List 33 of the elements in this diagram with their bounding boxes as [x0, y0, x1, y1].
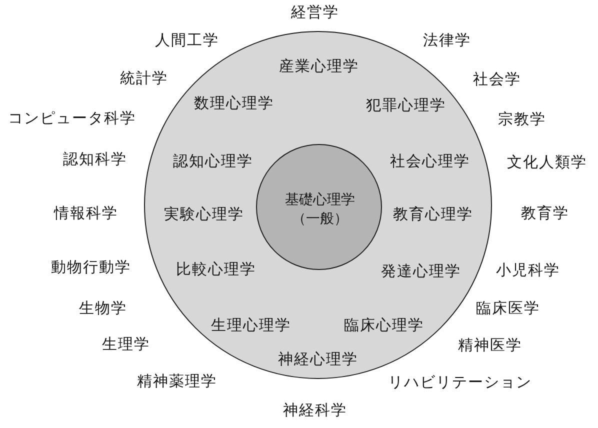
discipline-label: 神経科学: [283, 401, 347, 419]
discipline-label: 統計学: [120, 69, 168, 87]
discipline-label: 生物学: [79, 299, 127, 317]
discipline-label: 経営学: [291, 3, 339, 21]
subfield-label: 生理心理学: [211, 316, 291, 334]
subfield-label: 教育心理学: [393, 205, 473, 223]
discipline-label: 臨床医学: [476, 299, 540, 317]
subfield-label: 実験心理学: [164, 205, 244, 223]
subfield-label: 神経心理学: [278, 350, 358, 368]
discipline-label: コンピュータ科学: [8, 109, 136, 127]
subfield-label: 認知心理学: [173, 152, 253, 170]
discipline-label: 動物行動学: [51, 258, 131, 276]
discipline-label: 教育学: [521, 204, 569, 222]
core-label: 基礎心理学（一般）: [284, 191, 356, 229]
discipline-label: 社会学: [473, 70, 521, 88]
subfield-label: 社会心理学: [390, 152, 470, 170]
discipline-label: 人間工学: [155, 31, 219, 49]
discipline-label: 認知科学: [63, 150, 127, 168]
discipline-label: 宗教学: [498, 110, 546, 128]
subfield-label: 比較心理学: [176, 260, 256, 278]
subfield-label: 犯罪心理学: [366, 96, 446, 114]
discipline-label: 精神薬理学: [137, 372, 217, 390]
subfield-label: 臨床心理学: [344, 316, 424, 334]
discipline-label: 情報科学: [54, 204, 118, 222]
subfield-label: 発達心理学: [381, 262, 461, 280]
discipline-label: 精神医学: [458, 336, 522, 354]
discipline-label: 法律学: [423, 31, 471, 49]
subfield-label: 産業心理学: [279, 57, 359, 75]
discipline-label: 文化人類学: [507, 153, 587, 171]
discipline-label: リハビリテーション: [388, 373, 532, 391]
discipline-label: 生理学: [102, 335, 150, 353]
subfield-label: 数理心理学: [194, 94, 274, 112]
discipline-label: 小児科学: [496, 261, 560, 279]
